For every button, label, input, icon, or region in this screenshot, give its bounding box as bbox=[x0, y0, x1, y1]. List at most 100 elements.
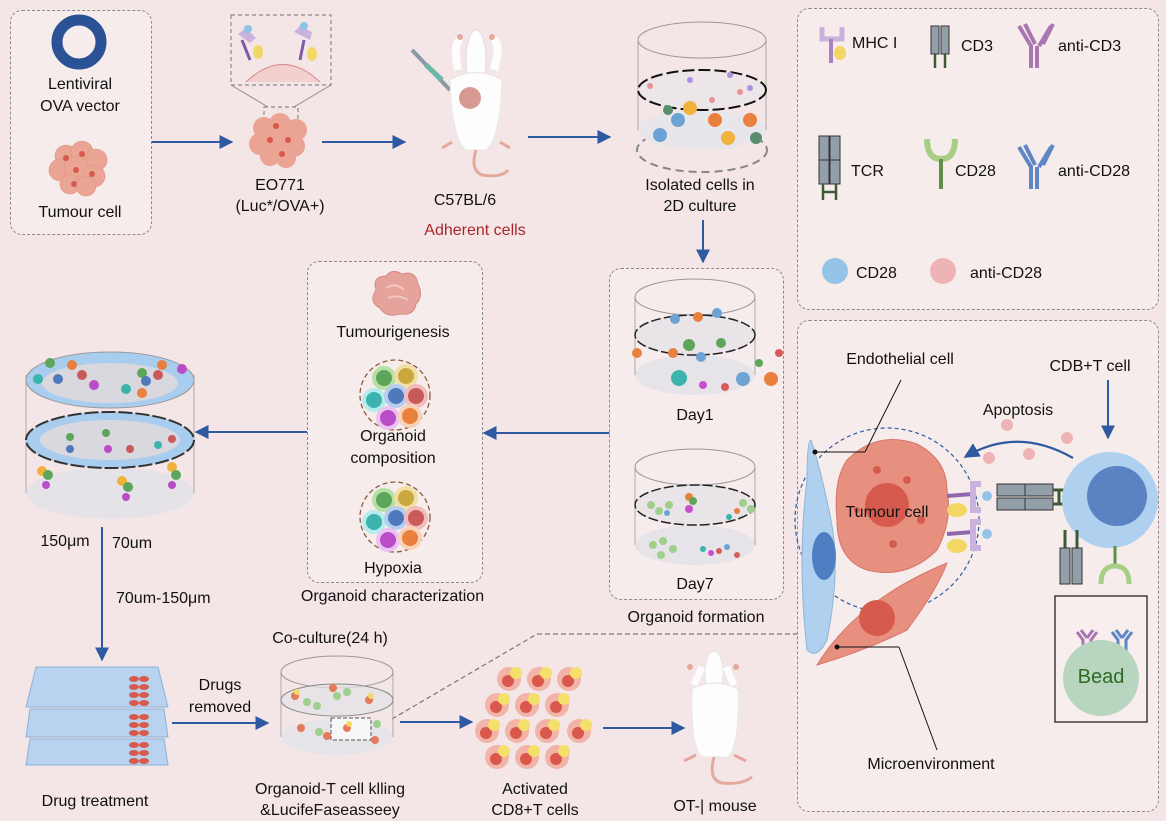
legend-label-tcr: TCR bbox=[851, 163, 884, 180]
activation-marker bbox=[498, 745, 510, 757]
activation-marker bbox=[570, 667, 582, 679]
legend-label-anti-cd28: anti-CD28 bbox=[1058, 163, 1131, 180]
t-cell-nucleus bbox=[490, 701, 502, 713]
activation-marker bbox=[580, 719, 592, 731]
activation-marker bbox=[558, 745, 570, 757]
coculture-dish-icon bbox=[280, 655, 394, 755]
well-plates-icon bbox=[25, 666, 169, 766]
t-cell-nucleus bbox=[562, 675, 574, 687]
adherent-cells-label: Adherent cells bbox=[424, 222, 526, 239]
activated-label-1: Activated bbox=[502, 781, 568, 798]
cd28-dot-icon bbox=[822, 258, 848, 284]
endothelial-cell-label: Endothelial cell bbox=[846, 351, 954, 368]
coculture-label-2: &LucifeFaseasseey bbox=[260, 802, 400, 819]
day1-dish-icon bbox=[632, 278, 783, 395]
tumourigenesis-label: Tumourigenesis bbox=[336, 324, 450, 341]
mhc-molecule-icon bbox=[238, 25, 263, 61]
organoid-characterization-title: Organoid characterization bbox=[300, 588, 485, 605]
culture-dish-icon bbox=[636, 21, 768, 173]
2d-culture-label: 2D culture bbox=[663, 198, 737, 215]
activation-marker bbox=[518, 719, 530, 731]
tumourigenesis-icon bbox=[372, 270, 422, 316]
tumour-cell-cluster-icon bbox=[48, 140, 108, 197]
hypoxia-icon bbox=[359, 481, 431, 553]
eo771-cell-cluster-icon bbox=[249, 113, 307, 168]
coculture-title: Co-culture(24 h) bbox=[272, 630, 388, 647]
tumour-cell-label: Tumour cell bbox=[38, 204, 122, 221]
anti-cd3-antibody-icon bbox=[1017, 23, 1055, 68]
legend-label-mhc: MHC I bbox=[852, 35, 898, 52]
t-cell-nucleus bbox=[540, 727, 552, 739]
organoid-composition-label-1: Organoid bbox=[360, 428, 426, 445]
legend-label-cd28: CD28 bbox=[955, 163, 996, 180]
drugs-removed-label-2: removed bbox=[188, 699, 252, 716]
cd28-receptor-icon bbox=[924, 138, 958, 189]
t-cell-nucleus bbox=[480, 727, 492, 739]
activation-marker bbox=[488, 719, 500, 731]
legend-label-cd3: CD3 bbox=[961, 38, 994, 55]
mouse-injection-icon bbox=[410, 29, 511, 178]
c57bl6-label: C57BL/6 bbox=[433, 192, 497, 209]
mechanism-illustration bbox=[794, 379, 1158, 751]
day7-label: Day7 bbox=[676, 576, 714, 593]
eo771-zoom-inset bbox=[230, 14, 332, 134]
t-cell-nucleus bbox=[572, 727, 584, 739]
t-cell-label: CDB+T cell bbox=[1049, 358, 1131, 375]
cell-strainer-filter-icon bbox=[25, 351, 195, 519]
t-cell-nucleus bbox=[520, 701, 532, 713]
activation-marker bbox=[558, 693, 570, 705]
filter-size-70-label: 70um bbox=[112, 535, 153, 552]
microenvironment-label: Microenvironment bbox=[867, 756, 995, 773]
activation-marker bbox=[540, 667, 552, 679]
t-cell-nucleus bbox=[502, 675, 514, 687]
activation-marker bbox=[548, 719, 560, 731]
drugs-removed-label-1: Drugs bbox=[198, 677, 242, 694]
activation-marker bbox=[528, 745, 540, 757]
lentiviral-vector-icon bbox=[51, 14, 107, 70]
zoom-guide-line bbox=[391, 633, 800, 720]
day1-label: Day1 bbox=[676, 407, 714, 424]
t-cell-nucleus bbox=[510, 727, 522, 739]
activated-t-cells-icon bbox=[475, 667, 592, 769]
apoptosis-label: Apoptosis bbox=[982, 402, 1054, 419]
tumour-cell-mechanism-label: Tumour cell bbox=[845, 504, 929, 521]
vector-label-2: OVA vector bbox=[40, 98, 120, 115]
coculture-label-1: Organoid-T cell klling bbox=[255, 781, 405, 798]
anti-cd28-dot-icon bbox=[930, 258, 956, 284]
legend-panel bbox=[797, 8, 1159, 310]
t-cell-nucleus bbox=[520, 753, 532, 765]
t-cell-nucleus bbox=[490, 753, 502, 765]
drug-treatment-label: Drug treatment bbox=[41, 793, 149, 810]
activation-marker bbox=[498, 693, 510, 705]
vector-label-1: Lentiviral bbox=[47, 76, 113, 93]
organoid-formation-title: Organoid formation bbox=[627, 609, 765, 626]
organoid-composition-icon bbox=[359, 359, 431, 431]
bead-label: Bead bbox=[1077, 666, 1125, 688]
vector-panel bbox=[10, 10, 152, 235]
anti-cd28-antibody-icon bbox=[1017, 144, 1055, 189]
filter-range-label: 70um-150μm bbox=[116, 590, 211, 607]
legend-label-cd28-dot: CD28 bbox=[856, 265, 897, 282]
legend-label-anti-cd28-dot: anti-CD28 bbox=[970, 265, 1043, 282]
ot1-mouse-label: OT-| mouse bbox=[673, 798, 757, 815]
eo771-subtitle: (Luc*/OVA+) bbox=[235, 198, 325, 215]
activated-label-2: CD8+T cells bbox=[491, 802, 579, 819]
bead bbox=[1063, 640, 1139, 716]
isolated-cells-label: Isolated cells in bbox=[645, 177, 755, 194]
legend-label-anti-cd3: anti-CD3 bbox=[1058, 38, 1122, 55]
mhc-molecule-icon bbox=[294, 22, 317, 61]
mhc-i-icon bbox=[819, 27, 846, 63]
t-cell-nucleus bbox=[532, 675, 544, 687]
day7-dish-icon bbox=[634, 448, 756, 565]
ot1-mouse-icon bbox=[683, 650, 753, 785]
organoid-composition-label-2: composition bbox=[350, 450, 436, 467]
activation-marker bbox=[510, 667, 522, 679]
filter-size-150-label: 150μm bbox=[40, 533, 90, 550]
hypoxia-label: Hypoxia bbox=[364, 560, 422, 577]
eo771-label: EO771 bbox=[255, 177, 305, 194]
activation-marker bbox=[528, 693, 540, 705]
mhc-tcr-complex bbox=[946, 481, 1069, 553]
t-cell-nucleus bbox=[550, 753, 562, 765]
cd3-icon bbox=[930, 25, 950, 68]
